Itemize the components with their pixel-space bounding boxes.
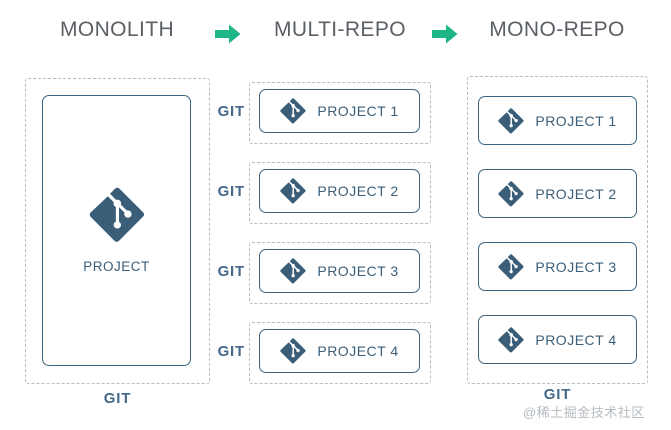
mono-repo-project-card-1[interactable]: PROJECT 1 (478, 96, 637, 145)
column-heading-mono-repo: MONO-REPO (489, 18, 625, 41)
monolith-project-label: PROJECT (83, 259, 150, 274)
monolith-repository-boundary (25, 78, 210, 384)
multi-repo-git-label-1: GIT (217, 103, 245, 120)
mono-repo-git-label: GIT (543, 386, 572, 403)
multi-repo-boundary-1 (249, 82, 431, 144)
multi-repo-git-label-2: GIT (217, 183, 245, 200)
column-heading-multi-repo: MULTI-REPO (274, 18, 406, 41)
monolith-project-card[interactable]: PROJECT (42, 95, 191, 366)
multi-repo-boundary-3 (249, 242, 431, 304)
git-logo-icon (280, 258, 306, 284)
mono-repo-project-label-4: PROJECT 4 (535, 331, 617, 348)
mono-repo-boundary (467, 76, 648, 384)
git-logo-icon (89, 187, 145, 243)
git-logo-icon (498, 107, 524, 134)
multi-repo-project-card-3[interactable]: PROJECT 3 (259, 249, 420, 293)
git-logo-icon (498, 326, 524, 353)
mono-repo-project-label-3: PROJECT 3 (535, 258, 617, 275)
mono-repo-project-card-3[interactable]: PROJECT 3 (478, 242, 637, 291)
multi-repo-git-label-3: GIT (217, 263, 245, 280)
mono-repo-project-label-1: PROJECT 1 (535, 112, 617, 129)
multi-repo-project-card-1[interactable]: PROJECT 1 (259, 89, 420, 133)
arrow-right-icon (215, 23, 241, 45)
multi-repo-git-label-4: GIT (217, 343, 245, 360)
mono-repo-project-label-2: PROJECT 2 (535, 185, 617, 202)
multi-repo-project-card-2[interactable]: PROJECT 2 (259, 169, 420, 213)
column-heading-monolith: MONOLITH (59, 18, 175, 41)
git-logo-icon (280, 98, 306, 124)
multi-repo-project-label-1: PROJECT 1 (317, 103, 399, 119)
git-logo-icon (498, 180, 524, 207)
mono-repo-project-card-2[interactable]: PROJECT 2 (478, 169, 637, 218)
multi-repo-project-label-2: PROJECT 2 (317, 183, 399, 199)
watermark-text: @稀土掘金技术社区 (523, 405, 645, 420)
multi-repo-project-label-3: PROJECT 3 (317, 263, 399, 279)
git-logo-icon (280, 338, 306, 364)
git-logo-icon (280, 178, 306, 204)
multi-repo-boundary-2 (249, 162, 431, 224)
multi-repo-project-card-4[interactable]: PROJECT 4 (259, 329, 420, 373)
monolith-git-label: GIT (103, 390, 132, 407)
arrow-right-icon (432, 23, 458, 45)
mono-repo-project-card-4[interactable]: PROJECT 4 (478, 315, 637, 364)
git-logo-icon (498, 253, 524, 280)
multi-repo-project-label-4: PROJECT 4 (317, 343, 399, 359)
multi-repo-boundary-4 (249, 322, 431, 384)
